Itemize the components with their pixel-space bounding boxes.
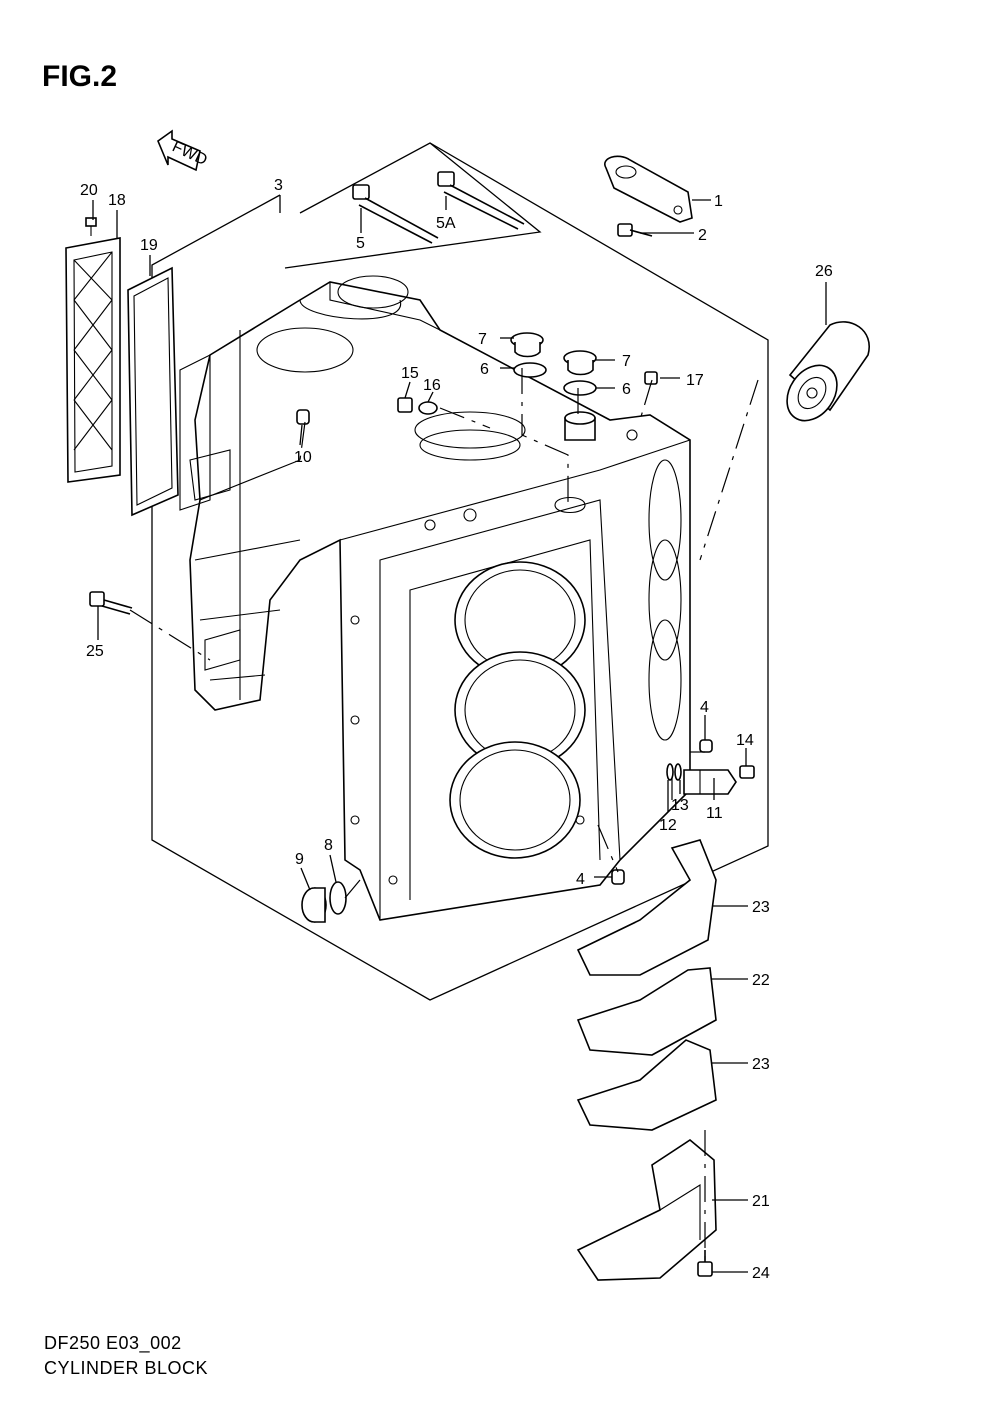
bolt-25: [89, 591, 133, 615]
callout-15: 15: [401, 365, 419, 382]
o-ring-13: [674, 763, 682, 781]
callout-1: 1: [714, 193, 723, 210]
callout-23-lower: 23: [752, 1056, 770, 1073]
plug-7-left: [510, 332, 544, 358]
callout-16: 16: [423, 377, 441, 394]
figure-title: FIG.2: [42, 60, 118, 93]
oil-filter: [786, 321, 870, 422]
plug-7-right: [563, 350, 597, 376]
dowel-4-lower: [611, 869, 625, 885]
callout-6-left: 6: [480, 361, 489, 378]
o-ring-8: [329, 881, 347, 915]
callout-5: 5: [356, 235, 365, 252]
callout-9: 9: [295, 851, 304, 868]
callout-21: 21: [752, 1193, 770, 1210]
callout-4-upper: 4: [700, 699, 709, 716]
callout-26: 26: [815, 263, 833, 280]
callout-13: 13: [671, 797, 689, 814]
cover-plate: [65, 237, 121, 483]
bracket: [604, 155, 693, 223]
cylinder-block: [179, 275, 691, 921]
gasket-23-lower: [576, 1039, 717, 1131]
clip-16: [418, 401, 438, 415]
callout-10: 10: [294, 449, 312, 466]
callout-5a: 5A: [436, 215, 456, 232]
callout-4-lower: 4: [576, 871, 585, 888]
dowel-4-upper: [699, 739, 713, 753]
bolt-5: [352, 184, 439, 244]
bolt-5a: [437, 171, 525, 230]
callout-7-right: 7: [622, 353, 631, 370]
plug-9: [301, 887, 327, 923]
callout-12: 12: [659, 817, 677, 834]
screw-14: [739, 765, 755, 779]
callout-19: 19: [140, 237, 158, 254]
callout-3: 3: [274, 177, 283, 194]
callout-11: 11: [706, 805, 723, 822]
sensor-11: [683, 769, 737, 795]
callout-6-right: 6: [622, 381, 631, 398]
callout-20: 20: [80, 182, 98, 199]
washer-12: [666, 763, 674, 781]
callout-7-left: 7: [478, 331, 487, 348]
callout-14: 14: [736, 732, 754, 749]
callout-8: 8: [324, 837, 333, 854]
fwd-arrow-icon: FWD: [157, 129, 210, 172]
callout-23-upper: 23: [752, 899, 770, 916]
dowel-pin-10: [296, 409, 310, 425]
callout-24: 24: [752, 1265, 770, 1282]
o-ring-6-left: [513, 362, 547, 378]
bolt-2: [617, 223, 653, 237]
model-code: DF250 E03_002: [44, 1333, 182, 1353]
bracket-21: [576, 1139, 717, 1281]
bolt-24: [697, 1250, 713, 1277]
callout-2: 2: [698, 227, 707, 244]
o-ring-6-right: [563, 380, 597, 396]
callout-17: 17: [686, 372, 704, 389]
callout-18: 18: [108, 192, 126, 209]
callout-22: 22: [752, 972, 770, 989]
cover-gasket: [127, 266, 179, 517]
fitting-15: [397, 397, 413, 413]
gasket-22: [576, 967, 717, 1056]
figure-name: CYLINDER BLOCK: [44, 1358, 209, 1378]
gasket-23-upper: [576, 839, 717, 976]
callout-25: 25: [86, 643, 104, 660]
screw-20: [85, 217, 97, 236]
